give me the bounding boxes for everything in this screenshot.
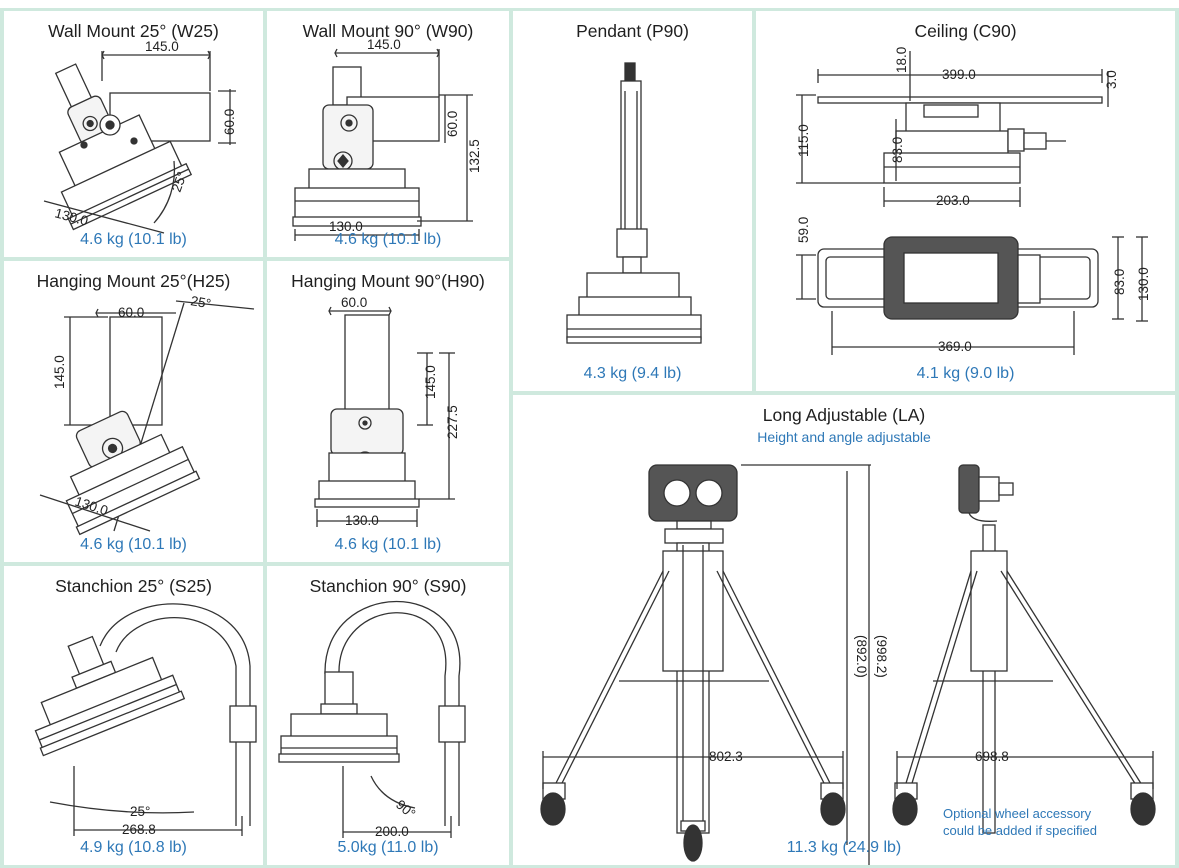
la-note-2: could be added if specified <box>943 823 1097 838</box>
h25-dim-a: 60.0 <box>118 305 144 320</box>
grid-bottom <box>0 865 1179 868</box>
h90-dim-d: 130.0 <box>345 513 379 528</box>
h90-dim-c: 227.5 <box>445 405 460 439</box>
cell-w25: Wall Mount 25° (W25) 145.0 60.0 <box>4 11 263 257</box>
cell-la: Long Adjustable (LA) Height and angle ad… <box>513 395 1175 865</box>
grid-v3 <box>752 8 756 394</box>
s25-dim-b: 268.8 <box>122 822 156 837</box>
c90-dim-g: 59.0 <box>796 217 811 243</box>
cell-h90: Hanging Mount 90°(H90) 60.0 145.0 227.5 … <box>267 261 509 562</box>
grid-h3 <box>509 391 1179 395</box>
h25-drawing: 60.0 25° 145.0 130.0 <box>39 293 255 536</box>
cell-title: Stanchion 25° (S25) <box>55 576 212 596</box>
h25-dim-b: 25° <box>189 293 212 311</box>
grid-left <box>0 8 4 868</box>
cell-weight: 11.3 kg (24.9 lb) <box>786 839 902 856</box>
c90-dim-f: 203.0 <box>936 193 970 208</box>
h25-dim-c: 145.0 <box>52 355 67 389</box>
w90-dim-c: 132.5 <box>467 139 482 173</box>
w25-dim-b: 60.0 <box>222 109 237 135</box>
cell-weight: 4.6 kg (10.1 lb) <box>334 536 442 553</box>
h90-drawing: 60.0 145.0 227.5 130.0 <box>314 295 460 528</box>
cell-title: Wall Mount 25° (W25) <box>48 21 219 41</box>
s90-dim-b: 200.0 <box>375 824 409 839</box>
cell-title: Wall Mount 90° (W90) <box>302 21 474 41</box>
cell-w90: Wall Mount 90° (W90) 145.0 60.0 132.5 13… <box>267 11 509 257</box>
cell-weight: 4.6 kg (10.1 lb) <box>80 536 187 553</box>
c90-dim-a: 18.0 <box>894 47 909 73</box>
grid-v2 <box>509 8 513 868</box>
cell-weight: 4.9 kg (10.8 lb) <box>80 839 187 856</box>
cell-weight: 4.6 kg (10.1 lb) <box>334 231 442 248</box>
s90-dim-a: 90° <box>393 797 418 822</box>
w25-drawing: 145.0 60.0 25° 130.0 <box>43 39 237 234</box>
h90-dim-b: 145.0 <box>423 365 438 399</box>
cell-h25: Hanging Mount 25°(H25) 60.0 25° 145.0 13… <box>4 261 263 562</box>
cell-weight: 4.3 kg (9.4 lb) <box>583 365 682 382</box>
c90-dim-d: 115.0 <box>796 124 811 157</box>
cell-title: Ceiling (C90) <box>914 21 1017 41</box>
c90-drawing: 18.0 399.0 3.0 115.0 83.0 203.0 59.0 83.… <box>796 47 1151 355</box>
w90-drawing: 145.0 60.0 132.5 130.0 <box>292 37 482 241</box>
s90-drawing: 90° 200.0 <box>278 601 466 839</box>
cell-weight: 4.6 kg (10.1 lb) <box>80 231 187 248</box>
w25-dim-a: 145.0 <box>145 39 179 54</box>
la-note-1: Optional wheel accessory <box>943 806 1092 821</box>
c90-dim-h: 83.0 <box>1112 269 1127 295</box>
grid-h1 <box>0 257 513 261</box>
cell-title: Pendant (P90) <box>576 21 689 41</box>
c90-dim-e: 83.0 <box>890 137 905 163</box>
w90-dim-b: 60.0 <box>445 111 460 137</box>
cell-subtitle: Height and angle adjustable <box>757 429 931 445</box>
w90-dim-a: 145.0 <box>367 37 401 52</box>
la-dim-a: (892.0) <box>854 635 869 678</box>
cell-title: Hanging Mount 90°(H90) <box>291 271 485 291</box>
cell-title: Hanging Mount 25°(H25) <box>36 271 231 291</box>
la-dim-b: (998.2) <box>874 635 889 678</box>
s25-drawing: 25° 268.8 <box>34 603 257 837</box>
c90-dim-b: 399.0 <box>942 67 976 82</box>
cell-title: Long Adjustable (LA) <box>762 405 926 425</box>
h90-dim-a: 60.0 <box>341 295 367 310</box>
w25-dim-c: 25° <box>169 170 190 194</box>
c90-dim-i: 130.0 <box>1136 267 1151 301</box>
p90-drawing <box>566 62 702 344</box>
cell-c90: Ceiling (C90) 18.0 <box>756 11 1175 391</box>
cell-weight: 5.0kg (11.0 lb) <box>337 839 439 856</box>
s25-dim-a: 25° <box>130 804 150 819</box>
grid-top <box>0 8 1179 11</box>
cell-s25: Stanchion 25° (S25) 25° 268.8 4.9 kg (10… <box>4 566 263 865</box>
grid-right <box>1175 8 1179 868</box>
c90-dim-j: 369.0 <box>938 339 972 354</box>
la-dim-c: 802.3 <box>709 749 743 764</box>
cell-s90: Stanchion 90° (S90) 90° 200.0 5.0kg (11.… <box>267 566 509 865</box>
grid-h2 <box>0 562 513 566</box>
cell-p90: Pendant (P90) 4.3 kg (9.4 lb) <box>513 11 752 391</box>
cell-weight: 4.1 kg (9.0 lb) <box>916 365 1015 382</box>
la-drawing: (892.0) (998.2) 802.3 698.8 <box>540 464 1156 865</box>
w90-dim-d: 130.0 <box>329 219 363 234</box>
grid-v1 <box>263 8 267 868</box>
cell-title: Stanchion 90° (S90) <box>309 576 467 596</box>
c90-dim-c: 3.0 <box>1104 70 1119 89</box>
la-dim-d: 698.8 <box>975 749 1009 764</box>
